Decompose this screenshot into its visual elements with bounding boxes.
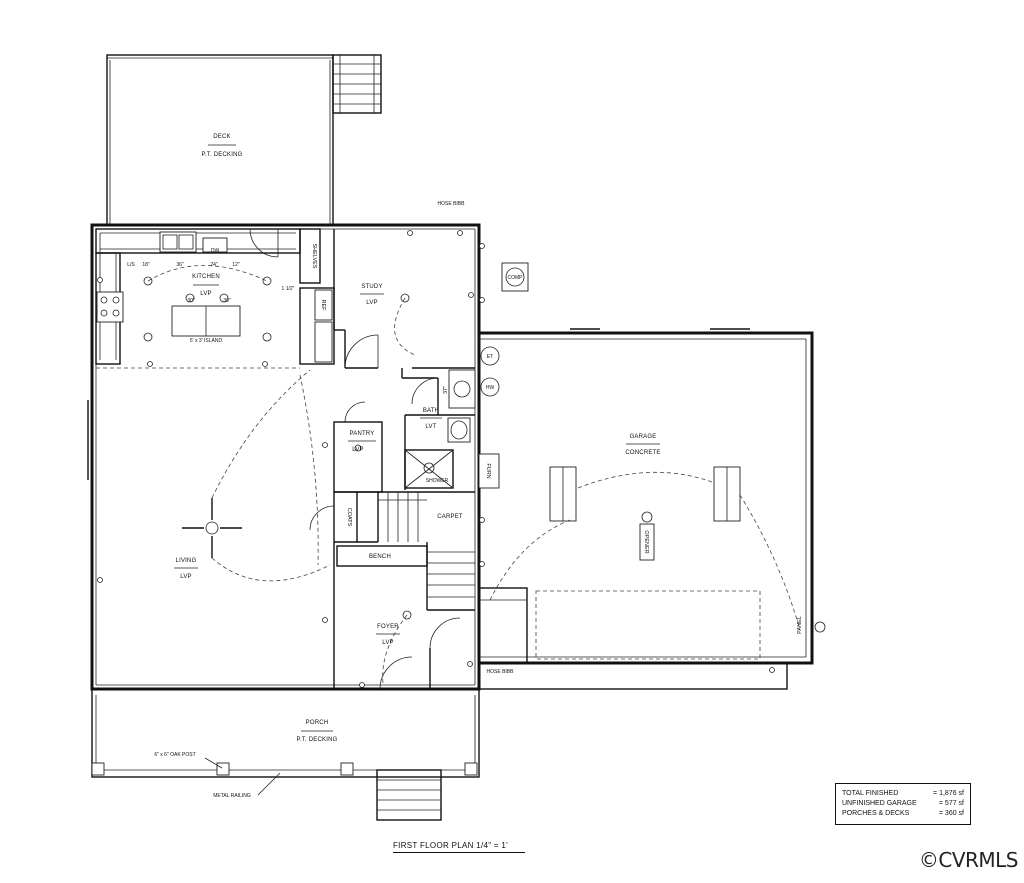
dim-30b: 30"	[223, 298, 231, 304]
panel-label: PANEL	[797, 616, 803, 634]
deck-stairs	[332, 54, 382, 114]
pantry-finish: LVP	[352, 447, 364, 453]
porch-finish: P.T. DECKING	[297, 737, 338, 743]
shower-label: SHOWER	[426, 478, 449, 484]
summary-row-porches: PORCHES & DECKS = 360 sf	[842, 810, 964, 817]
bench-label: BENCH	[369, 554, 391, 560]
foyer-finish: LVP	[382, 640, 394, 646]
dim-30a: 30"	[187, 298, 195, 304]
summary-row-total: TOTAL FINISHED = 1,876 sf	[842, 790, 964, 797]
dim-24: 24"	[210, 262, 218, 268]
shelves-label: SHELVES	[311, 244, 317, 269]
plan-title: FIRST FLOOR PLAN 1/4" = 1'	[393, 841, 508, 850]
plan-title-underline	[393, 852, 525, 853]
living-finish: LVP	[180, 574, 192, 580]
kitchen-cabinets	[95, 228, 333, 365]
outlet-markers	[97, 230, 775, 688]
wiring-paths	[147, 265, 416, 684]
oak-post-label: 6" x 6" OAK POST	[154, 752, 195, 758]
dw-label: DW	[211, 248, 220, 254]
ref-label: REF	[320, 300, 326, 312]
bath-finish: LVT	[425, 424, 436, 430]
deck-finish: P.T. DECKING	[202, 152, 243, 158]
bath-fixtures	[404, 369, 476, 489]
hose-bibb-top-label: HOSE BIBB	[438, 201, 466, 207]
interior-walls	[96, 228, 475, 689]
kitchen-finish: LVP	[200, 291, 212, 297]
ceiling-fan	[182, 498, 242, 558]
pantry-name: PANTRY	[350, 431, 375, 437]
opener-label: OPENER	[643, 530, 649, 553]
coats-label: COATS	[346, 508, 352, 527]
dim-37: 37"	[443, 386, 449, 394]
et-label: ET	[487, 354, 493, 360]
summary-row-garage: UNFINISHED GARAGE = 577 sf	[842, 800, 964, 807]
porch-stairs	[376, 769, 442, 821]
annotation-labels: SHELVES COATS BENCH CARPET SHOWER FURN O…	[154, 201, 803, 799]
dimension-labels: L/S 18" 36" 24" 12" 30" 30" 1 1/2" 37"	[127, 262, 449, 394]
island-label: 5' x 3' ISLAND	[190, 338, 223, 344]
house-exterior-walls	[90, 223, 481, 691]
garage-finish: CONCRETE	[625, 450, 660, 456]
door-swings	[249, 228, 461, 690]
windows	[87, 328, 750, 690]
dim-36: 36"	[176, 262, 184, 268]
dim-1half: 1 1/2"	[282, 286, 295, 292]
hose-bibb-bottom-label: HOSE BIBB	[487, 669, 515, 675]
dim-ls: L/S	[127, 262, 135, 268]
study-name: STUDY	[361, 284, 382, 290]
foyer-name: FOYER	[377, 624, 399, 630]
study-finish: LVP	[366, 300, 378, 306]
kitchen-name: KITCHEN	[192, 274, 220, 280]
deck-name: DECK	[213, 134, 230, 140]
furn-label: FURN	[485, 463, 491, 478]
bath-name: BATH	[423, 408, 439, 414]
carpet-label: CARPET	[437, 514, 463, 520]
porch	[91, 688, 480, 821]
living-name: LIVING	[176, 558, 197, 564]
dim-12: 12"	[232, 262, 240, 268]
room-labels: DECK P.T. DECKING KITCHEN LVP 5' x 3' IS…	[174, 134, 660, 743]
garage	[477, 331, 814, 690]
metal-railing-label: METAL RAILING	[213, 793, 251, 799]
garage-name: GARAGE	[630, 434, 657, 440]
equipment	[480, 262, 826, 633]
hw-label: HW	[486, 385, 495, 391]
dim-18: 18"	[142, 262, 150, 268]
area-summary-box: TOTAL FINISHED = 1,876 sf UNFINISHED GAR…	[835, 783, 971, 825]
deck	[106, 54, 382, 226]
porch-name: PORCH	[306, 720, 329, 726]
comp-label: COMP	[508, 275, 524, 281]
copyright-watermark: ©CVRMLS	[918, 848, 1019, 872]
interior-stairs	[378, 492, 475, 598]
